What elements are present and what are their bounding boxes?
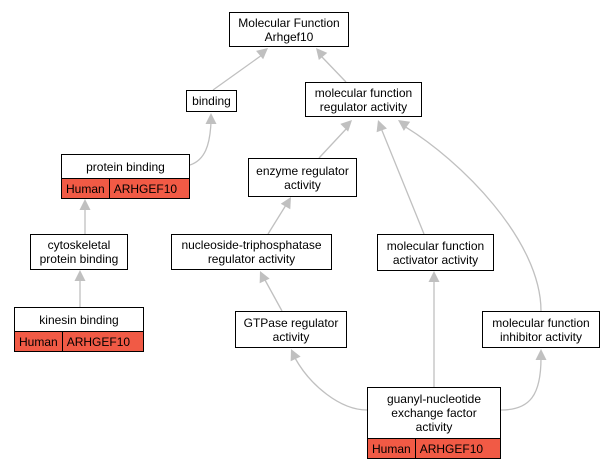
node-mf-regulator-activity[interactable]: molecular function regulator activity xyxy=(305,82,422,117)
edge-binding-root-arrowhead xyxy=(256,48,268,60)
edge-enzyme-mfreg xyxy=(318,127,348,159)
edge-gef-inhibitor xyxy=(500,357,542,411)
node-mf-inhibitor-activity[interactable]: molecular function inhibitor activity xyxy=(482,311,600,348)
edge-ntpase-enzyme xyxy=(267,204,287,235)
node-molecular-function-root[interactable]: Molecular Function Arhgef10 xyxy=(229,12,349,47)
node-gef-activity[interactable]: guanyl-nucleotide exchange factor activi… xyxy=(367,387,501,459)
node-protein-binding[interactable]: protein binding Human ARHGEF10 xyxy=(61,154,190,199)
edge-gef-inhibitor-arrowhead xyxy=(535,349,547,360)
node-kinesin-binding[interactable]: kinesin binding Human ARHGEF10 xyxy=(14,307,144,352)
node-enzyme-regulator-activity[interactable]: enzyme regulator activity xyxy=(248,158,357,197)
edge-mfreg-root xyxy=(321,56,347,83)
edge-protein-binding xyxy=(189,121,212,166)
edge-gef-gtpase-arrowhead xyxy=(290,349,301,362)
species-cell: Human xyxy=(368,439,416,458)
annotation-row: Human ARHGEF10 xyxy=(62,179,189,198)
edge-mfreg-root-arrowhead xyxy=(316,48,328,60)
edge-inhibitor-mfreg-arrowhead xyxy=(398,120,411,131)
edge-kinesin-cytoskeletal-arrowhead xyxy=(74,270,86,281)
edge-protein-binding-arrowhead xyxy=(205,113,217,124)
node-gtpase-regulator-activity[interactable]: GTPase regulator activity xyxy=(235,311,347,348)
node-mf-activator-activity[interactable]: molecular function activator activity xyxy=(377,234,494,271)
edge-binding-root xyxy=(212,54,263,91)
gene-cell: ARHGEF10 xyxy=(109,179,189,198)
annotation-row: Human ARHGEF10 xyxy=(368,439,500,458)
node-binding[interactable]: binding xyxy=(186,90,237,112)
species-cell: Human xyxy=(62,179,110,198)
node-gef-activity-label: guanyl-nucleotide exchange factor activi… xyxy=(368,388,500,439)
edge-activator-mfreg xyxy=(380,127,425,235)
edge-gef-gtpase xyxy=(294,357,368,411)
edge-activator-mfreg-arrowhead xyxy=(376,120,387,133)
annotation-row: Human ARHGEF10 xyxy=(15,332,143,351)
edge-cytoskeletal-protein-arrowhead xyxy=(79,199,91,210)
gene-cell: ARHGEF10 xyxy=(62,332,143,351)
edge-gtpase-ntpase xyxy=(264,279,283,312)
species-cell: Human xyxy=(15,332,63,351)
edge-gtpase-ntpase-arrowhead xyxy=(259,271,270,284)
gene-cell: ARHGEF10 xyxy=(415,439,500,458)
edge-enzyme-mfreg-arrowhead xyxy=(340,120,352,132)
edges-layer xyxy=(74,48,547,411)
edge-gef-activator-arrowhead xyxy=(428,271,440,282)
node-ntpase-regulator-activity[interactable]: nucleoside-triphosphatase regulator acti… xyxy=(171,234,332,270)
node-kinesin-binding-label: kinesin binding xyxy=(15,308,143,332)
node-cytoskeletal-protein-binding[interactable]: cytoskeletal protein binding xyxy=(30,234,128,270)
node-protein-binding-label: protein binding xyxy=(62,155,189,179)
edge-ntpase-enzyme-arrowhead xyxy=(280,197,291,210)
edge-inhibitor-mfreg xyxy=(403,125,542,312)
